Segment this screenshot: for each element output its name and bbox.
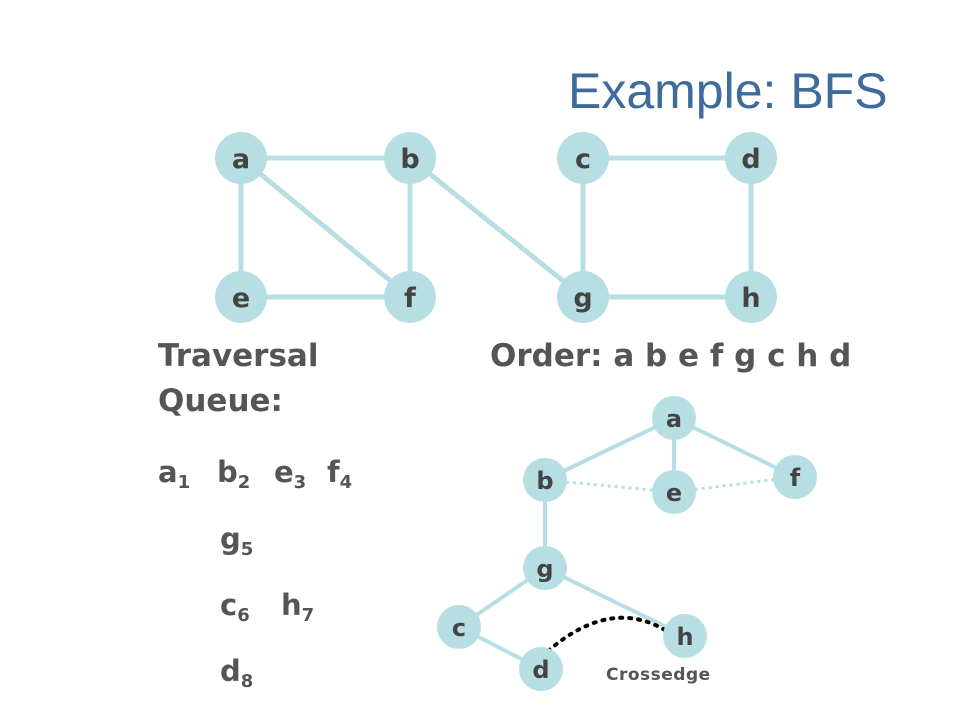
node-c [557,132,609,184]
tree-edge-a-f [673,416,796,479]
traversal-label: Traversal [158,338,319,374]
queue-node: h [281,588,302,622]
queue-index: 3 [293,472,307,493]
queue-index: 7 [301,605,315,626]
tree-node-h [663,614,707,658]
main-graph-labels: a b c d e f g h [232,144,761,314]
tree-label-b: b [536,467,553,495]
tree-label-c: c [452,614,466,642]
bfs-tree-labels: a b e f g c h d [452,405,801,684]
node-a [215,132,267,184]
tree-label-h: h [676,623,693,651]
node-label-b: b [400,144,419,175]
main-graph-nodes [215,132,777,323]
queue-item: f4 [327,455,352,493]
tree-node-a [652,396,696,440]
queue-label: Queue: [158,383,283,419]
node-f [384,271,436,323]
tree-node-e [652,470,696,514]
node-label-g: g [573,283,592,314]
queue-node: f [327,455,340,489]
queue-node: b [217,455,238,489]
traversal-order: Order: a b e f g c h d [490,338,852,374]
queue-index: 1 [177,472,191,493]
queue-index: 6 [237,605,250,626]
queue-item: b2 [217,455,250,493]
node-label-e: e [232,283,250,314]
edge-a-f [239,156,412,299]
queue-item: h7 [281,588,314,626]
queue-item: d8 [220,654,253,692]
queue-item: g5 [220,522,253,560]
queue-node: g [220,522,241,556]
node-e [215,271,267,323]
edge-b-g [408,156,585,299]
queue-index: 4 [339,472,353,493]
queue-index: 8 [240,671,254,692]
node-label-a: a [232,144,250,175]
tree-label-a: a [666,405,682,433]
queue-node: c [220,588,238,622]
tree-node-d [519,647,563,691]
tree-node-c [437,605,481,649]
queue-node: d [220,654,241,688]
tree-label-d: d [532,656,549,684]
tree-node-g [523,546,567,590]
bfs-tree-nodes [437,396,817,691]
crossedge-curve [546,615,670,653]
queue-index: 2 [237,472,251,493]
tree-node-f [773,455,817,499]
queue-index: 5 [240,539,254,560]
queue-node: a [158,455,178,489]
crossedge-label: Crossedge [606,665,711,685]
tree-edge-a-b [544,416,675,482]
node-label-d: d [741,144,760,175]
slide-title: Example: BFS [568,63,888,119]
queue-item: c6 [220,588,250,626]
tree-label-f: f [790,464,801,492]
node-g [557,271,609,323]
main-graph-edges [238,155,754,300]
queue-node: e [274,455,294,489]
node-label-c: c [575,144,591,175]
bfs-tree-edges [457,416,796,671]
tree-node-b [523,458,567,502]
queue-item: a1 [158,455,190,493]
node-d [725,132,777,184]
tree-label-g: g [536,555,553,583]
node-label-f: f [404,283,416,314]
node-h [725,271,777,323]
node-b [384,132,436,184]
queue-item: e3 [274,455,306,493]
tree-label-e: e [666,479,682,507]
node-label-h: h [741,283,760,314]
tree-edge-g-h [544,566,686,638]
